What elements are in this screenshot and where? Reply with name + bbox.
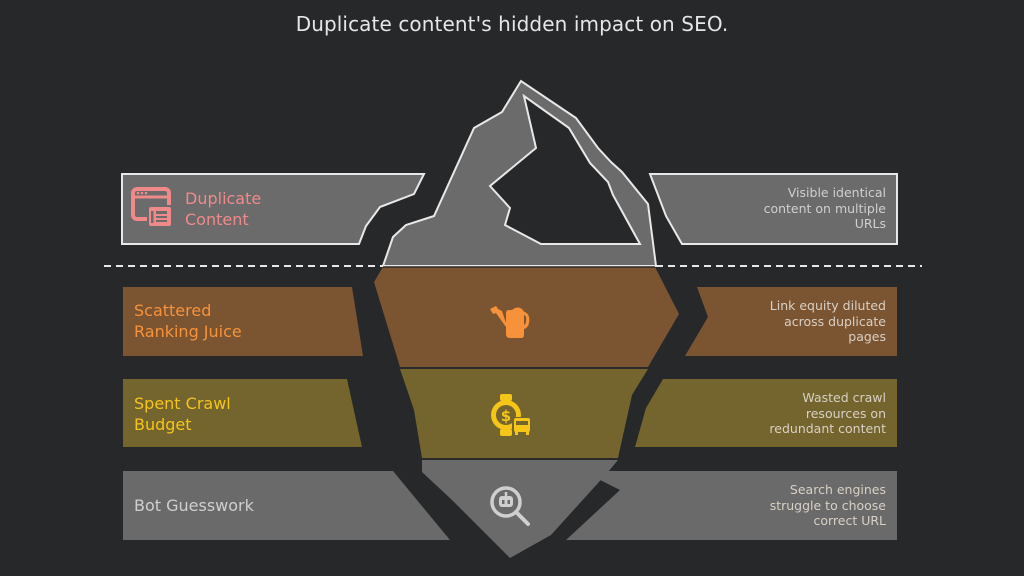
money-time-bus-icon: $ [488,393,532,437]
robot-search-icon [488,484,532,528]
duplicate-pages-icon [131,187,175,229]
layer-2-left-panel [123,287,363,356]
svg-text:$: $ [501,407,511,425]
iceberg-tip-shadow [488,93,642,245]
diagram-title: Duplicate content's hidden impact on SEO… [295,12,729,36]
layer-4-description: Search engines struggle to choose correc… [769,482,886,528]
layer-1-left-panel [121,173,426,245]
layer-1-description: Visible identical content on multiple UR… [763,185,886,231]
layer-2-description: Link equity diluted across duplicate pag… [769,298,886,344]
layer-4-label: Bot Guesswork [134,496,254,515]
layer-3-label: Spent Crawl Budget [134,394,231,434]
layer-2-right-panel [685,287,897,356]
watering-can-icon [488,303,532,339]
layer-3-left-panel [123,379,362,447]
layer-3-right-panel [635,379,897,447]
layer-3-description: Wasted crawl resources on redundant cont… [769,390,886,436]
layer-1-right-panel [648,173,898,245]
layer-4-right-panel [566,471,897,540]
layer-3-center [400,369,648,458]
layer-2-label: Scattered Ranking Juice [134,301,242,341]
layer-1-label: Duplicate Content [185,189,262,229]
layer-4-left-panel [123,471,450,540]
